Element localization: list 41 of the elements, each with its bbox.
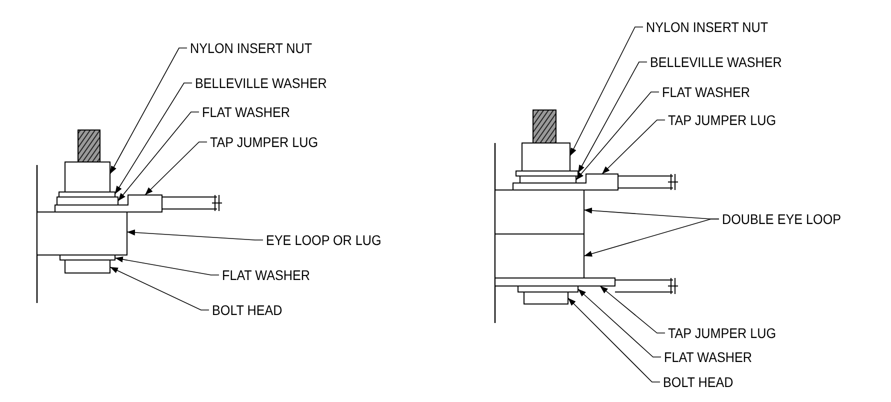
leader-line — [144, 142, 208, 196]
part-label: TAP JUMPER LUG — [210, 134, 318, 150]
part-label: NYLON INSERT NUT — [190, 40, 312, 56]
leader-line — [578, 288, 662, 358]
part-label: FLAT WASHER — [664, 349, 752, 365]
leader-line — [578, 62, 648, 174]
bolt-head — [64, 260, 110, 274]
flat-washer — [518, 286, 578, 292]
part-label: DOUBLE EYE LOOP — [722, 211, 842, 227]
leader-line — [600, 286, 666, 334]
leader-line — [110, 266, 210, 310]
part-label: BELLEVILLE WASHER — [195, 75, 327, 91]
lug — [512, 174, 618, 190]
part-label: TAP JUMPER LUG — [668, 325, 776, 341]
leader-line — [126, 230, 264, 240]
part-label: EYE LOOP OR LUG — [266, 232, 382, 248]
leader-line — [584, 218, 720, 257]
part-label: BELLEVILLE WASHER — [650, 54, 782, 70]
part-label: TAP JUMPER LUG — [668, 112, 776, 128]
part-label: FLAT WASHER — [202, 104, 290, 120]
leader-line — [570, 26, 644, 156]
part-label: BOLT HEAD — [212, 302, 282, 318]
nut — [64, 162, 110, 192]
leader-line — [568, 298, 660, 382]
lug — [54, 194, 162, 212]
leader-line — [110, 48, 188, 174]
leader-line — [602, 120, 666, 174]
part-label: FLAT WASHER — [222, 267, 310, 283]
part-label: BOLT HEAD — [663, 374, 734, 390]
eye-loop — [494, 234, 584, 278]
bolt-head — [524, 292, 568, 304]
flat-washer — [56, 196, 118, 206]
leader-line — [576, 92, 660, 180]
nut — [522, 142, 570, 172]
lug — [494, 278, 616, 286]
leader-line — [114, 82, 192, 194]
leader-line — [114, 256, 220, 276]
part-label: FLAT WASHER — [662, 84, 750, 100]
flat-washer — [520, 176, 576, 184]
part-label: NYLON INSERT NUT — [646, 19, 768, 35]
leader-line — [118, 112, 200, 202]
